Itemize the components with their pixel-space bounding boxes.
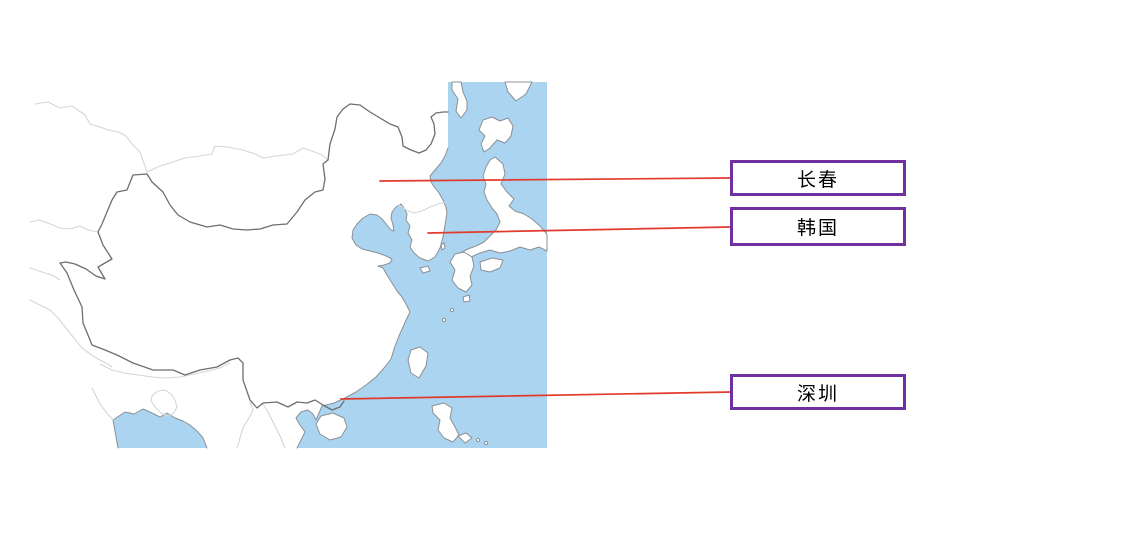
coastline-bengal <box>112 408 208 449</box>
island-tsushima <box>440 242 446 251</box>
island-honshu <box>451 156 548 265</box>
border-central-asia <box>29 219 99 233</box>
border-north-korea <box>398 201 447 214</box>
island-ryukyu-2 <box>441 317 447 323</box>
island-jeju <box>419 265 431 274</box>
coastline-mainland <box>295 147 449 449</box>
border-bangladesh <box>150 389 178 417</box>
label-box-changchun[interactable]: 长春 <box>730 160 906 196</box>
label-box-korea[interactable]: 韩国 <box>730 207 906 246</box>
border-west-1 <box>29 267 61 281</box>
border-russia-mongolia <box>146 145 329 173</box>
island-philippines-small <box>457 432 473 444</box>
island-hainan <box>315 412 348 441</box>
island-kyushu <box>449 251 475 293</box>
border-india-east <box>91 387 114 421</box>
border-russia-kazakhstan <box>34 101 148 173</box>
sea-bay-of-bengal <box>113 409 207 448</box>
label-text-changchun: 长春 <box>796 169 839 191</box>
label-box-shenzhen[interactable]: 深圳 <box>730 374 906 410</box>
island-luzon <box>431 402 460 443</box>
border-pakistan-india <box>29 299 113 368</box>
border-china <box>59 103 449 411</box>
label-text-shenzhen: 深圳 <box>796 383 839 405</box>
island-osumi <box>462 294 471 303</box>
label-text-korea: 韩国 <box>796 218 839 239</box>
leader-line-shenzhen <box>340 391 732 400</box>
border-laos-thailand <box>262 403 286 449</box>
leader-line-changchun <box>379 177 731 182</box>
island-north-clip <box>504 81 533 102</box>
island-taiwan <box>407 346 429 379</box>
island-sakhalin <box>451 81 468 119</box>
border-india-nepal <box>99 362 231 379</box>
leader-line-korea <box>427 226 731 234</box>
island-shikoku <box>479 257 504 273</box>
island-hokkaido <box>478 116 514 153</box>
island-philippines-dot-1 <box>475 437 481 443</box>
island-philippines-dot-2 <box>483 440 489 446</box>
island-ryukyu-1 <box>449 307 455 313</box>
border-laos-vietnam <box>236 401 254 449</box>
